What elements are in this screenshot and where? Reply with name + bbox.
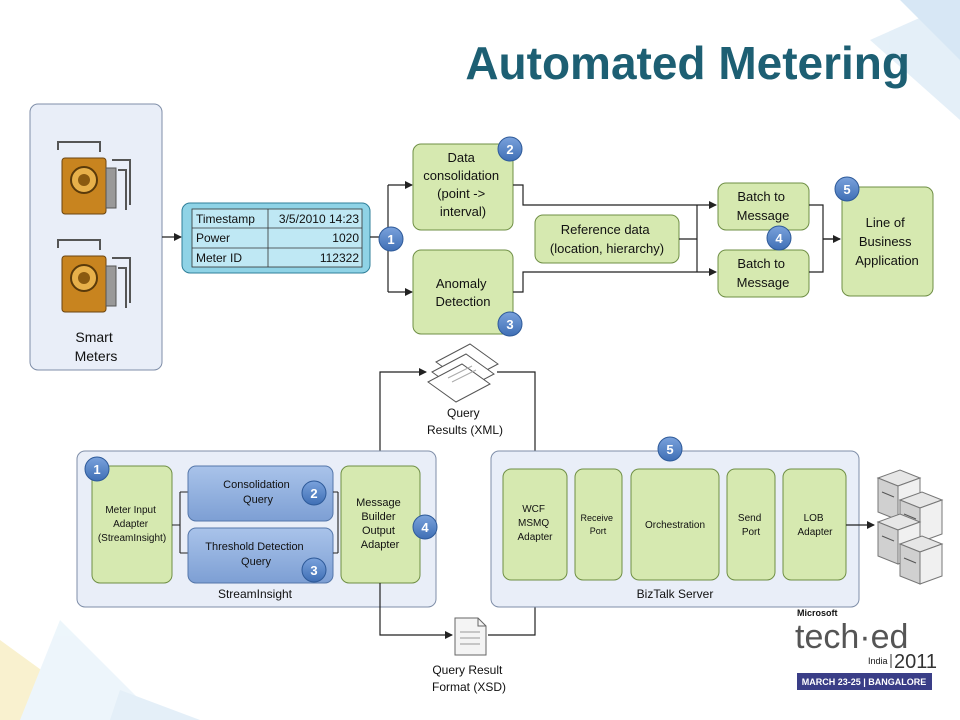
event-date-label: MARCH 23-25 | BANGALORE [802,677,927,687]
step-badge: 5 [657,436,683,462]
smart-meters-label: Smart Meters [75,329,118,364]
consolidation-query-box [187,465,334,522]
streaminsight-label: StreamInsight [218,587,293,601]
meter-input-adapter-label: Meter Input Adapter (StreamInsight) [98,505,166,544]
xsd-document-icon [454,617,487,656]
connector-input-to-queries [172,491,188,554]
step-badge: 2 [497,136,523,162]
receive-port-label: Receive Port [580,513,615,536]
table-value: 1020 [332,231,359,245]
wcf-msmq-adapter-box [502,468,568,581]
step-badge: 4 [412,514,438,540]
meter-reading-table: Timestamp Power Meter ID 3/5/2010 14:23 … [181,202,371,274]
microsoft-wordmark: Microsoft [797,608,838,618]
reference-data-connector [679,205,698,272]
receive-port-box [574,468,623,581]
xml-documents-icon [427,343,499,403]
teched-logo: Microsoft tech·ed India 2011 MARCH 23-25… [795,608,937,690]
line-of-business-label: Line of Business Application [855,215,919,268]
data-consolidation-label: Data consolidation (point -> interval) [423,150,503,219]
svg-text:2: 2 [506,142,513,157]
batch-to-message-label: Batch to Message [737,189,790,223]
event-banner [797,673,932,690]
arrow-consolidation-to-batch [513,184,717,209]
smart-meter-icon [57,239,131,313]
line-of-business-box [841,186,934,297]
threshold-detection-query-box [187,527,334,584]
query-format-label: Query Result Format (XSD) [432,663,506,694]
year-label: 2011 [894,651,937,673]
message-builder-adapter-label: Message Builder Output Adapter [356,497,404,551]
table-value: 3/5/2010 14:23 [279,212,359,226]
svg-text:4: 4 [421,520,429,535]
step-badge: 4 [766,225,792,251]
table-key: Meter ID [196,251,242,265]
threshold-detection-query-label: Threshold Detection Query [205,541,307,568]
svg-text:4: 4 [775,231,783,246]
lob-adapter-box [782,468,847,581]
orchestration-label: Orchestration [645,520,705,531]
teched-wordmark: tech·ed [795,618,908,656]
wcf-msmq-adapter-label: WCF MSMQ Adapter [517,504,553,543]
page-title: Automated Metering [465,37,910,89]
step-badge: 1 [84,456,110,482]
step-badge: 1 [378,226,404,252]
orchestration-box [630,468,720,581]
arrow-builder-to-xsd [379,583,453,639]
arrow-xml-to-wcf [497,371,539,467]
arrow-builder-to-xml [379,368,427,466]
svg-text:5: 5 [843,182,850,197]
svg-text:3: 3 [310,563,317,578]
svg-text:3: 3 [506,317,513,332]
svg-text:1: 1 [387,232,394,247]
server-stack-icon [876,469,944,585]
send-port-box [726,468,776,581]
step-badge: 2 [301,480,327,506]
table-value: 112322 [320,251,359,265]
query-results-label: Query Results (XML) [427,406,503,437]
step-badge: 3 [497,311,523,337]
arrow-anomaly-to-batch [513,268,717,293]
anomaly-detection-label: Anomaly Detection [436,276,491,309]
consolidation-query-label: Consolidation Query [223,479,293,506]
reference-data-label: Reference data (location, hierarchy) [550,222,664,256]
connector-queries-to-builder [333,491,339,554]
batch-to-message-label: Batch to Message [737,256,790,290]
batch-to-message-box-2 [717,249,810,298]
data-consolidation-box [412,143,514,231]
step-badge: 5 [834,176,860,202]
smart-meter-icon [57,141,131,215]
biztalk-server-label: BizTalk Server [637,587,714,601]
send-port-label: Send Port [738,513,764,538]
table-key: Power [196,231,230,245]
table-key: Timestamp [196,212,255,226]
step-badge: 3 [301,557,327,583]
svg-text:5: 5 [666,442,673,457]
batch-to-message-box-1 [717,182,810,231]
lob-adapter-label: LOB Adapter [797,513,833,538]
svg-text:1: 1 [93,462,100,477]
svg-text:2: 2 [310,486,317,501]
india-label: India [868,656,888,666]
